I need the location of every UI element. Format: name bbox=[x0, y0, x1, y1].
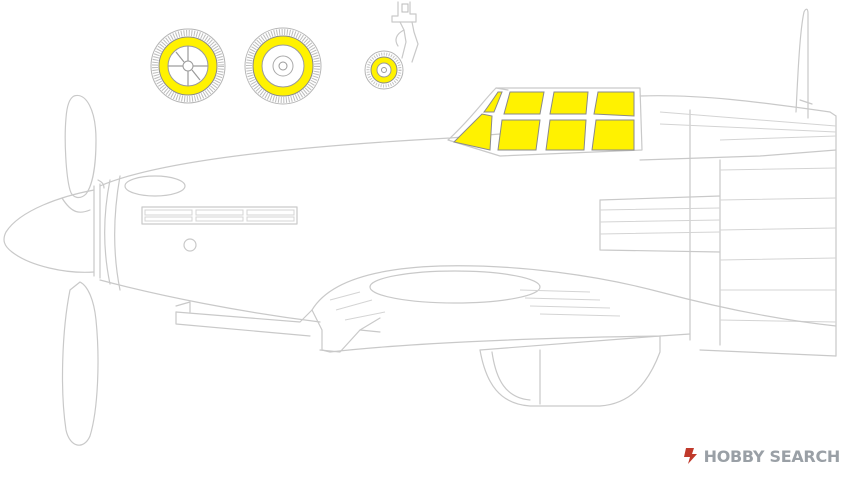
watermark-brand-part1: HOBBY bbox=[703, 446, 765, 466]
radiator bbox=[479, 335, 661, 407]
tail-wheel-assembly bbox=[364, 1, 419, 90]
wing bbox=[175, 265, 837, 353]
watermark-brand-part2: SEARCH bbox=[769, 446, 841, 466]
hobbysearch-logo-icon bbox=[683, 448, 697, 464]
main-wheel-left bbox=[150, 28, 226, 104]
fuselage bbox=[99, 95, 837, 357]
watermark-text: HOBBY SEARCH bbox=[703, 446, 841, 466]
main-wheel-right bbox=[244, 27, 322, 105]
spinner bbox=[3, 183, 101, 279]
propeller bbox=[61, 94, 105, 446]
canopy-masks bbox=[453, 91, 635, 151]
canopy-frame bbox=[447, 87, 643, 157]
tail-fin bbox=[795, 8, 813, 119]
watermark: HOBBY SEARCH bbox=[680, 445, 840, 467]
